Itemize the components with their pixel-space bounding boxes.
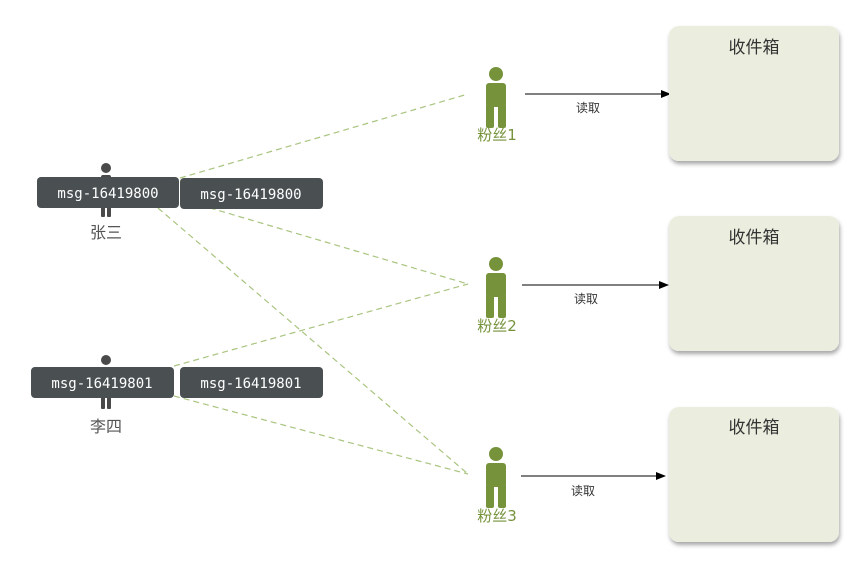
message-card: msg-16419801 (180, 367, 323, 398)
inbox-title: 收件箱 (729, 38, 780, 58)
fan-2: 粉丝2 读取 收件箱 (477, 216, 839, 351)
distribution-line-zhangsan-fan3 (157, 207, 469, 475)
message-card: msg-16419800 (37, 177, 179, 208)
author-lisi: msg-16419801 msg-16419801 李四 (31, 355, 323, 436)
read-label: 读取 (571, 484, 595, 498)
fan-name: 粉丝3 (477, 507, 517, 525)
fan-3: 粉丝3 读取 收件箱 (477, 407, 839, 542)
fan-1: 粉丝1 读取 收件箱 (477, 26, 839, 161)
read-label: 读取 (574, 292, 598, 306)
distribution-lines (157, 93, 469, 475)
inbox-title: 收件箱 (729, 228, 780, 248)
inbox-title: 收件箱 (729, 418, 780, 438)
distribution-line-zhangsan-fan2 (199, 204, 469, 285)
person-icon (486, 67, 506, 128)
person-icon (486, 257, 506, 318)
inbox: 收件箱 (669, 26, 839, 161)
message-id: msg-16419801 (51, 376, 152, 392)
message-id: msg-16419801 (200, 376, 301, 392)
fan-name: 粉丝1 (477, 126, 517, 144)
distribution-line-lisi-fan2 (173, 283, 469, 367)
author-zhangsan: msg-16419800 msg-16419800 张三 (37, 163, 323, 242)
distribution-line-lisi-fan3 (173, 395, 469, 475)
inbox: 收件箱 (669, 407, 839, 542)
distribution-line-zhangsan-fan1 (179, 93, 469, 179)
message-card: msg-16419800 (180, 178, 323, 209)
message-card: msg-16419801 (31, 367, 174, 398)
read-label: 读取 (576, 101, 600, 115)
person-icon (486, 447, 506, 508)
author-name: 张三 (90, 223, 122, 242)
inbox: 收件箱 (669, 216, 839, 351)
message-id: msg-16419800 (57, 186, 158, 202)
fan-name: 粉丝2 (477, 317, 517, 335)
message-id: msg-16419800 (200, 187, 301, 203)
author-name: 李四 (90, 417, 122, 436)
